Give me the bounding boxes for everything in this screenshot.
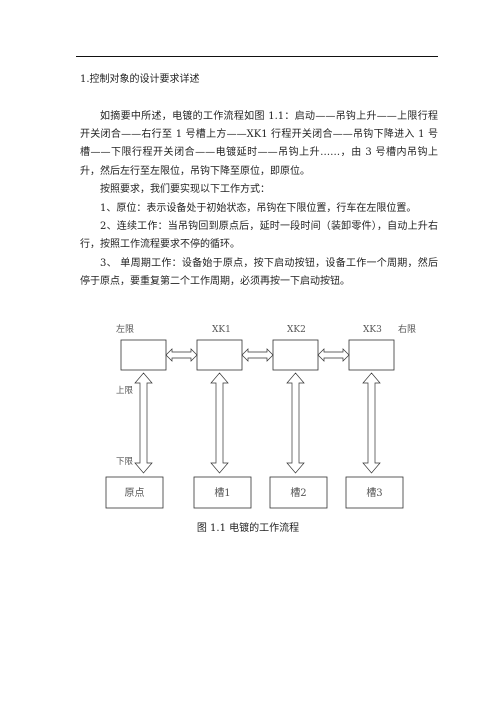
xk3-box: [348, 339, 395, 371]
lift-arrow-tank1: [210, 372, 229, 474]
origin-label: 原点: [125, 487, 145, 499]
travel-arrow-left-xk1: [165, 348, 198, 362]
lower-limit-label: 下限: [116, 457, 134, 467]
tank2-box: [269, 476, 328, 509]
travel-arrow-xk1-xk2: [241, 348, 274, 362]
tank1-label: 槽1: [214, 486, 230, 499]
figure-caption: 图 1.1 电镀的工作流程: [196, 523, 300, 534]
paragraph-origin-mode: 1、原位：表示设备处于初始状态，吊钩在下限位置，行车在左限位置。: [100, 203, 417, 214]
upper-limit-label: 上限: [116, 386, 134, 396]
xk3-label: XK3: [363, 325, 382, 335]
travel-arrow-xk2-xk3: [317, 348, 350, 362]
paragraph-workflow: 如摘要中所述，电镀的工作流程如图 1.1：启动——吊钩上升——上限行程开关闭合—…: [80, 111, 438, 177]
xk2-box: [272, 339, 319, 371]
lift-arrow-origin: [134, 372, 153, 474]
left-limit-box: [120, 339, 167, 371]
origin-box: [105, 476, 164, 509]
section-heading: 1.控制对象的设计要求详述: [80, 74, 200, 85]
header-rule: [76, 56, 438, 57]
tank3-box: [345, 476, 404, 509]
paragraph-single-cycle-mode: 3、 单周期工作：设备始于原点，按下启动按钮，设备工作一个周期，然后停于原点，要…: [80, 258, 438, 288]
xk1-box: [196, 339, 243, 371]
xk2-label: XK2: [287, 325, 306, 335]
tank1-box: [193, 476, 252, 509]
xk1-label: XK1: [212, 325, 231, 335]
left-limit-label: 左限: [116, 323, 134, 335]
lift-arrow-tank3: [362, 372, 381, 474]
tank3-label: 槽3: [366, 486, 382, 499]
lift-arrow-tank2: [286, 372, 305, 474]
paragraph-continuous-mode: 2、连续工作：当吊钩回到原点后，延时一段时间（装卸零件），自动上升右行，按照工作…: [80, 221, 438, 251]
tank2-label: 槽2: [290, 486, 306, 499]
paragraph-requirements-intro: 按照要求，我们要实现以下工作方式：: [100, 184, 270, 195]
right-limit-label: 右限: [398, 323, 416, 335]
